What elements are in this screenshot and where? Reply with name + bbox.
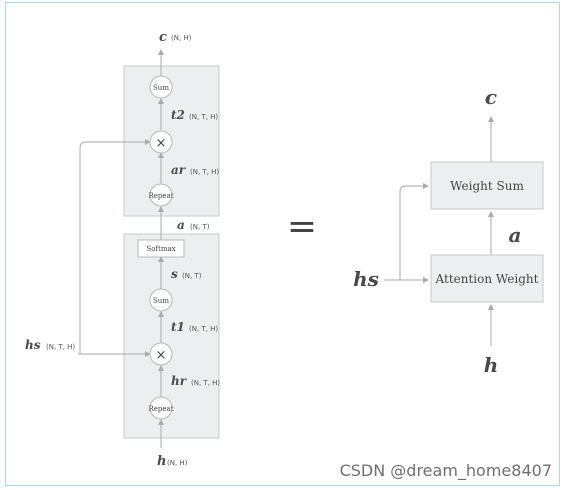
t1-dim: (N, T, H) <box>189 325 218 333</box>
sum-node-bottom <box>149 288 173 312</box>
repeat-node-top-label: Repeat <box>148 192 173 200</box>
multiply-node-bottom <box>149 342 173 366</box>
attention-weight-layer-label: Attention Weight <box>435 272 539 286</box>
attention-weight-layer <box>430 254 544 303</box>
t2-label: t2 <box>171 108 185 122</box>
sum-node-top <box>149 75 173 99</box>
hs-dim-left: (N, T, H) <box>46 343 75 351</box>
t2-dim: (N, T, H) <box>189 113 218 121</box>
repeat-node-bottom-label: Repeat <box>148 405 173 413</box>
output-c-label: c <box>159 30 167 45</box>
hr-dim: (N, T, H) <box>191 379 220 387</box>
output-c-right: c <box>485 85 497 109</box>
h-right: h <box>484 353 499 377</box>
h-label-left: h <box>157 454 166 469</box>
arrow-hs-to-weightsum <box>399 183 429 280</box>
repeat-node-bottom <box>149 396 173 420</box>
equals-sign: = <box>287 206 317 247</box>
a-label: a <box>177 218 185 232</box>
softmax-node <box>137 239 185 258</box>
output-c-dim: (N, H) <box>171 34 192 42</box>
a-right: a <box>509 223 522 247</box>
multiply-node-top-label: × <box>156 136 167 151</box>
csdn-watermark: CSDN @dream_home8407 <box>340 461 552 481</box>
repeat-node-top <box>149 183 173 207</box>
weight-sum-layer-label: Weight Sum <box>450 179 524 193</box>
a-dim: (N, T) <box>190 223 210 231</box>
multiply-node-top <box>149 130 173 154</box>
hr-label: hr <box>171 374 188 388</box>
ar-label: ar <box>171 163 187 177</box>
s-label: s <box>171 267 178 281</box>
sum-node-bottom-label: Sum <box>153 297 169 305</box>
ar-dim: (N, T, H) <box>190 168 219 176</box>
s-dim: (N, T) <box>182 272 202 280</box>
softmax-node-label: Softmax <box>146 245 175 253</box>
arrow-hs-to-mul-top <box>79 139 151 354</box>
image-frame <box>5 2 560 486</box>
t1-label: t1 <box>171 320 185 334</box>
sum-node-top-label: Sum <box>153 84 169 92</box>
hs-right: hs <box>353 267 379 291</box>
weight-sum-layer <box>430 161 544 210</box>
h-dim-left: (N, H) <box>167 459 188 467</box>
hs-label-left: hs <box>25 338 41 352</box>
multiply-node-bottom-label: × <box>156 348 167 363</box>
